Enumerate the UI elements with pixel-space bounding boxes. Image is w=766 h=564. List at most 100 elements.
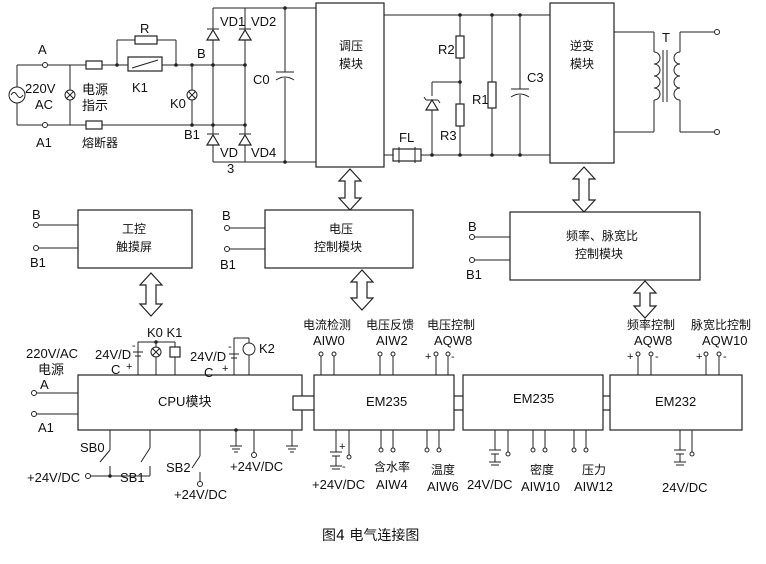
relay-k0-icon — [186, 63, 198, 127]
svg-text:+: + — [126, 361, 132, 373]
diode-vd1-label: VD1 — [220, 14, 245, 29]
ac-source — [8, 64, 45, 126]
power-indicator-label-2: 指示 — [82, 98, 108, 113]
svg-text:+: + — [627, 351, 633, 363]
zener-diode-icon — [423, 81, 460, 157]
em235-module-1 — [313, 374, 455, 431]
em235-module-2-label: EM235 — [513, 391, 554, 406]
figure-caption: 图4 电气连接图 — [322, 527, 419, 544]
button-sb1-label: SB1 — [120, 470, 145, 485]
svg-text:-: - — [132, 340, 136, 352]
plc-24v-em1-label: +24V/DC — [312, 477, 365, 492]
plc-24v-mid-label: 24V/D — [190, 349, 226, 364]
svg-text:-: - — [451, 351, 455, 363]
svg-text:-: - — [342, 461, 346, 473]
em235-1-terminals: + - + - — [318, 351, 455, 473]
frequency-control-output-label: 频率控制 — [627, 317, 675, 332]
temperature-label: 温度 — [431, 462, 455, 477]
diode-vd3-label: 3 — [227, 161, 234, 176]
cpu-module-label: CPU模块 — [158, 394, 211, 409]
svg-text:+: + — [425, 351, 431, 363]
touchscreen-b-label: B — [32, 207, 41, 222]
svg-text:-: - — [228, 341, 232, 353]
cpu-inputs — [85, 428, 298, 487]
svg-text:-: - — [723, 351, 727, 363]
aqw10-label: AQW10 — [702, 333, 748, 348]
diode-vd4-label: VD4 — [251, 145, 276, 160]
plc-24v-em3-label: 24V/DC — [662, 480, 708, 495]
control-modules: 工控 触摸屏 B B1 电压 控制模块 B B1 频率、脉宽比 控制模块 B B… — [30, 166, 701, 319]
frequency-control-b1-label: B1 — [466, 267, 482, 282]
arrow-touchscreen-cpu — [138, 272, 164, 317]
capacitor-c0-label: C0 — [253, 72, 270, 87]
terminal-a — [42, 62, 48, 68]
plc-k0k1-label: K0 K1 — [147, 325, 182, 340]
voltage-control-label-2: 控制模块 — [314, 240, 362, 254]
inverter-label-2: 模块 — [570, 57, 594, 71]
button-sb2-label: SB2 — [166, 460, 191, 475]
touchscreen-module — [77, 209, 193, 269]
current-detect-label: 电流检测 — [303, 317, 351, 332]
aqw8-right-label: AQW8 — [634, 333, 672, 348]
frequency-control-module — [509, 211, 701, 281]
diode-vd2-icon — [237, 28, 253, 41]
plc-power-label-2: 电源 — [38, 362, 64, 377]
aiw6-label: AIW6 — [427, 479, 459, 494]
plc-24v-mid-c-label: C — [204, 365, 213, 380]
frequency-control-b-label: B — [468, 219, 477, 234]
resistor-r1-icon — [487, 81, 497, 109]
regulator-label-1: 调压 — [339, 39, 363, 53]
bridge-b-label: B — [197, 46, 206, 61]
em235-module-1-label: EM235 — [366, 394, 407, 409]
voltage-regulator-module — [315, 2, 385, 168]
source-ac-label: AC — [35, 97, 53, 112]
power-indicator-icon — [64, 65, 76, 125]
capacitor-c3-icon — [510, 13, 530, 157]
resistor-r3-label: R3 — [440, 128, 457, 143]
arrow-freq-em232 — [632, 280, 658, 319]
button-sb0-label: SB0 — [80, 440, 105, 455]
cpu-module — [77, 374, 303, 431]
plc-terminal-a1-label: A1 — [38, 420, 54, 435]
diode-vd4-icon — [237, 133, 253, 146]
power-indicator-label-1: 电源 — [82, 82, 108, 97]
density-label: 密度 — [530, 462, 554, 477]
bridge-b1-label: B1 — [184, 127, 200, 142]
fuse-top-icon — [85, 60, 103, 70]
resistor-r2-icon — [455, 35, 465, 59]
voltage-control-output-label: 电压控制 — [427, 318, 475, 332]
aiw2-label: AIW2 — [376, 333, 408, 348]
em232-module-label: EM232 — [655, 394, 696, 409]
diode-vd3-icon — [205, 133, 221, 146]
frequency-control-label-1: 频率、脉宽比 — [566, 228, 638, 243]
filter-fl-label: FL — [399, 130, 414, 145]
terminal-a-label: A — [38, 42, 47, 57]
diode-vd-label: VD — [220, 145, 238, 160]
power-circuit: 220V AC A A1 电源 指示 熔断器 K1 — [8, 2, 720, 176]
diode-vd2-label: VD2 — [251, 14, 276, 29]
frequency-control-label-2: 控制模块 — [575, 247, 623, 261]
arrow-inverter-freq — [571, 166, 597, 213]
plc-k2-label: K2 — [259, 341, 275, 356]
aiw4-label: AIW4 — [376, 477, 408, 492]
relay-k1-label: K1 — [132, 80, 148, 95]
plc-24v-cpu-label: +24V/DC — [230, 459, 283, 474]
inverter-module — [549, 2, 615, 164]
svg-text:+: + — [222, 363, 228, 375]
pulse-ratio-control-label: 脉宽比控制 — [691, 317, 751, 332]
source-voltage-label: 220V — [25, 81, 56, 96]
touchscreen-label-1: 工控 — [122, 222, 146, 236]
terminal-a1 — [42, 122, 48, 128]
transformer-icon — [614, 29, 720, 135]
svg-text:-: - — [655, 351, 659, 363]
plc-24v-left-c-label: C — [111, 362, 120, 377]
voltage-control-label-1: 电压 — [329, 222, 353, 236]
touchscreen-b1-label: B1 — [30, 255, 46, 270]
cpu-outputs-k0k1: - + — [126, 340, 181, 375]
voltage-control-b1-label: B1 — [220, 257, 236, 272]
plc-terminal-a-label: A — [40, 377, 49, 392]
plc-section: 220V/AC 电源 A A1 CPU模块 K0 K1 24V/D C - + — [26, 317, 751, 502]
svg-text:+: + — [696, 351, 702, 363]
resistor-r2-label: R2 — [438, 42, 455, 57]
